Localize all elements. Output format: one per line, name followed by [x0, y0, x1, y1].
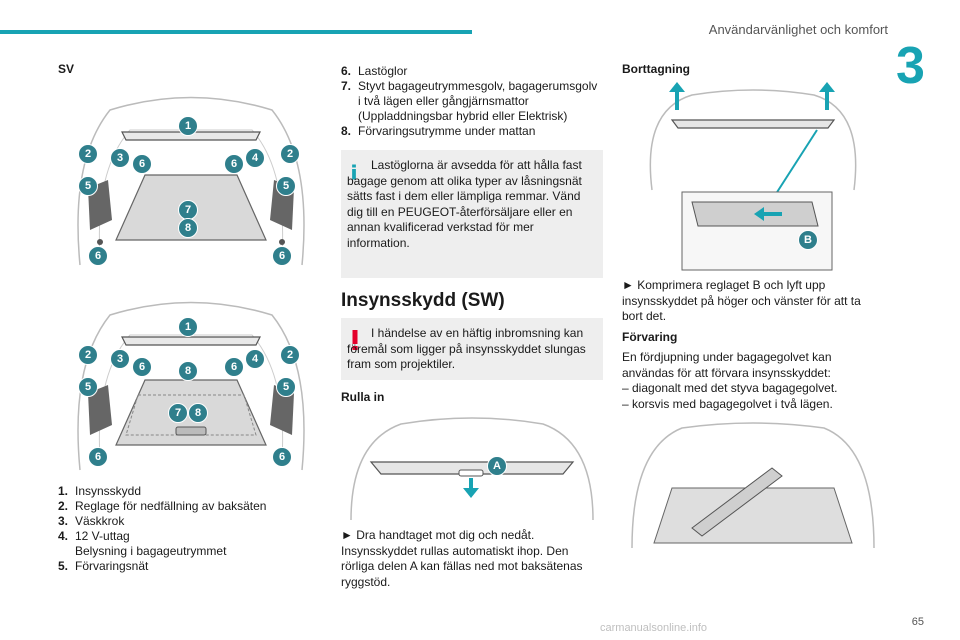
legend-item: 7.Styvt bagageutrymmesgolv, bagagerumsgo…	[341, 79, 598, 123]
marker-1: 1	[178, 317, 198, 337]
page-number: 65	[911, 616, 924, 628]
cover-removal-illustration-icon	[649, 82, 857, 271]
legend-item: 4.12 V-uttag	[58, 529, 130, 543]
section-label: SV	[58, 62, 75, 76]
marker-2: 2	[78, 144, 98, 164]
marker-6: 6	[224, 154, 244, 174]
roll-in-instructions: ► Dra handtaget mot dig och nedåt. Insyn…	[341, 528, 583, 589]
warning-icon	[352, 330, 358, 350]
roll-in-figure: A	[341, 412, 603, 521]
legend-item: 5.Förvaringsnät	[58, 559, 149, 573]
marker-5: 5	[78, 377, 98, 397]
legend-item: Belysning i bagageutrymmet	[75, 544, 227, 558]
marker-7: 7	[178, 200, 198, 220]
marker-1: 1	[178, 116, 198, 136]
marker-a: A	[487, 456, 507, 476]
watermark-text: carmanualsonline.info	[600, 622, 708, 634]
cover-roll-illustration-icon	[350, 417, 594, 521]
trunk-figure-2: 1 2 3 6 8 6 4 2 5 5 7 8 6 6	[60, 285, 322, 475]
marker-8: 8	[178, 361, 198, 381]
subheading-forvaring: Förvaring	[622, 330, 678, 344]
marker-6: 6	[132, 154, 152, 174]
marker-2: 2	[78, 345, 98, 365]
marker-7: 7	[168, 403, 188, 423]
marker-8: 8	[188, 403, 208, 423]
legend-list: 1.Insynsskydd 2.Reglage för nedfällning …	[58, 484, 320, 574]
marker-6: 6	[132, 357, 152, 377]
warning-text: I händelse av en häftig inbromsning kan …	[347, 326, 586, 371]
marker-5: 5	[78, 176, 98, 196]
marker-4: 4	[245, 148, 265, 168]
warning-box: I händelse av en häftig inbromsning kan …	[341, 318, 603, 380]
marker-8: 8	[178, 218, 198, 238]
subheading-borttagning: Borttagning	[622, 62, 690, 76]
cover-storage-illustration-icon	[631, 422, 875, 549]
trunk-figure-1: 1 2 3 6 6 4 2 5 5 7 8 6 6	[60, 80, 322, 270]
marker-b: B	[798, 230, 818, 250]
legend-item: 1.Insynsskydd	[58, 484, 142, 498]
storage-option: – korsvis med bagagegolvet i två lägen.	[622, 397, 833, 411]
marker-5: 5	[276, 377, 296, 397]
removal-figure: B	[622, 80, 884, 272]
marker-5: 5	[276, 176, 296, 196]
marker-6: 6	[224, 357, 244, 377]
marker-6: 6	[88, 246, 108, 266]
marker-3: 3	[110, 148, 130, 168]
marker-6: 6	[88, 447, 108, 467]
removal-instructions: ► Komprimera reglaget B och lyft upp ins…	[622, 278, 861, 323]
chapter-number: 3	[896, 37, 925, 95]
marker-2: 2	[280, 144, 300, 164]
info-icon	[352, 164, 356, 180]
trunk-illustration-icon	[77, 96, 305, 266]
storage-text: En fördjupning under bagagegolvet kan an…	[622, 350, 832, 380]
legend-list-continued: 6.Lastöglor 7.Styvt bagageutrymmesgolv, …	[341, 64, 603, 139]
chapter-title: Användarvänlighet och komfort	[708, 22, 888, 37]
legend-item: 8.Förvaringsutrymme under mattan	[341, 124, 536, 138]
marker-6: 6	[272, 246, 292, 266]
info-text: Lastöglorna är avsedda för att hålla fas…	[347, 158, 582, 250]
section-heading: Insynsskydd (SW)	[341, 290, 505, 311]
marker-3: 3	[110, 349, 130, 369]
marker-6: 6	[272, 447, 292, 467]
storage-figure	[622, 418, 884, 549]
marker-2: 2	[280, 345, 300, 365]
subheading-rulla-in: Rulla in	[341, 390, 385, 404]
marker-4: 4	[245, 349, 265, 369]
header-bar	[0, 30, 472, 34]
legend-item: 3.Väskkrok	[58, 514, 125, 528]
legend-item: 2.Reglage för nedfällning av baksäten	[58, 499, 267, 513]
legend-item: 6.Lastöglor	[341, 64, 408, 78]
info-box: Lastöglorna är avsedda för att hålla fas…	[341, 150, 603, 278]
storage-option: – diagonalt med det styva bagagegolvet.	[622, 381, 838, 395]
